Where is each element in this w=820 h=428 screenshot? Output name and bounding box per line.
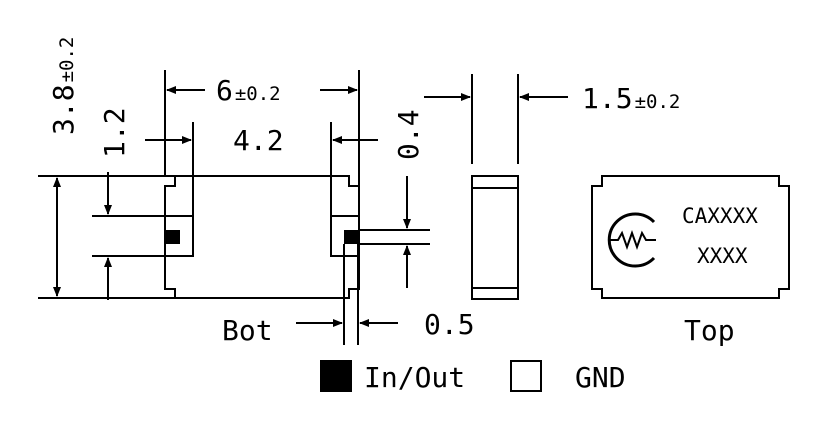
dim-pad-height: 1.2 [98, 107, 131, 300]
svg-text:3.8±0.2: 3.8±0.2 [47, 37, 80, 135]
svg-text:6±0.2: 6±0.2 [216, 74, 281, 107]
legend-in-out-label: In/Out [364, 361, 465, 394]
pad-height-value: 1.2 [98, 107, 131, 158]
bottom-body [164, 175, 360, 299]
height-tol: ±0.2 [56, 37, 78, 83]
in-out-pad-left [166, 230, 180, 244]
legend-gnd-swatch [510, 360, 542, 392]
marking-line1: CAXXXX [682, 204, 758, 228]
pad-outline-left [164, 215, 194, 257]
pad-offset-value: 0.5 [424, 308, 475, 341]
dim-height: 3.8±0.2 [47, 37, 80, 297]
bottom-view [164, 175, 360, 299]
top-view: CAXXXX XXXX [591, 175, 790, 299]
height-value: 3.8 [47, 84, 80, 135]
width-tol: ±0.2 [235, 83, 281, 105]
dim-width: 6±0.2 [166, 74, 358, 107]
dim-pad-depth: 0.4 [392, 109, 425, 288]
thickness-value: 1.5 [582, 82, 633, 115]
bottom-view-label: Bot [222, 314, 273, 347]
top-body [591, 175, 790, 299]
top-view-label: Top [684, 314, 735, 347]
marking-line2: XXXX [697, 244, 748, 268]
legend: In/Out GND [320, 360, 626, 394]
side-body [471, 175, 519, 300]
pad-gap-value: 4.2 [233, 124, 284, 157]
side-view: 1.5±0.2 [424, 74, 680, 300]
thickness-tol: ±0.2 [635, 91, 681, 113]
dim-pad-offset: 0.5 [296, 308, 475, 341]
legend-in-out-swatch [320, 360, 352, 392]
pad-depth-value: 0.4 [392, 109, 425, 160]
in-out-pad-right [344, 230, 358, 244]
cmw-logo-icon [607, 212, 656, 268]
dim-pad-gap: 4.2 [145, 124, 378, 157]
width-value: 6 [216, 74, 233, 107]
extension-lines [38, 70, 430, 345]
legend-gnd-label: GND [575, 361, 626, 394]
svg-text:1.5±0.2: 1.5±0.2 [582, 82, 680, 115]
